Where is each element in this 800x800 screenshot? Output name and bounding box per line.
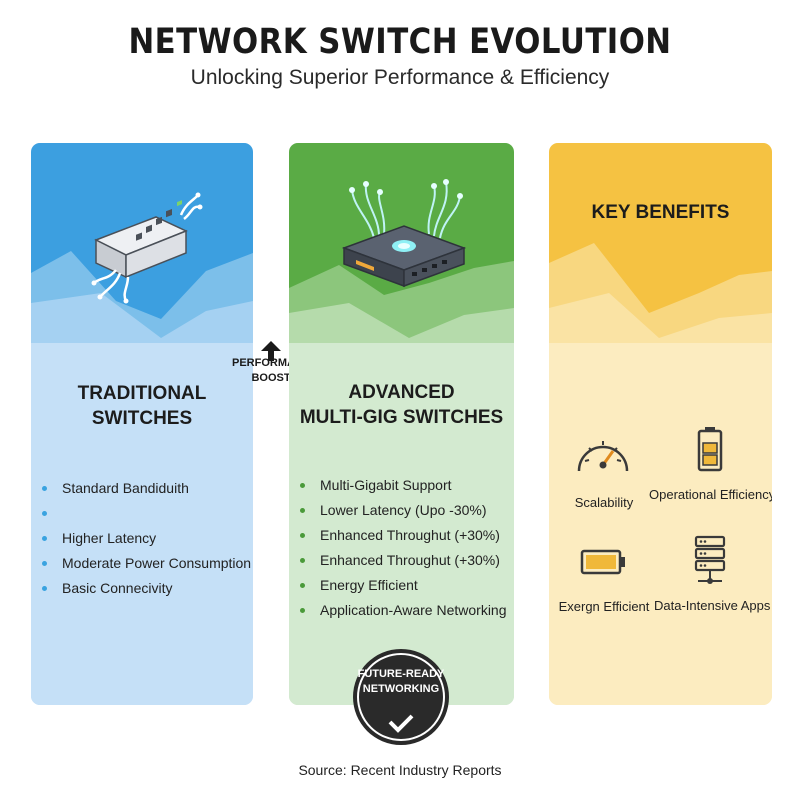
traditional-switches-panel: TRADITIONAL SWITCHES Standard Bandiduith… — [31, 143, 253, 705]
list-item: Lower Latency (Upo -30%) — [289, 498, 507, 523]
multi-gig-switch-icon — [341, 179, 467, 288]
benefit-label-operational-efficiency: Operational Efficiency — [649, 487, 772, 502]
advanced-switches-panel: ADVANCED MULTI-GIG SWITCHES Multi-Gigabi… — [289, 143, 514, 705]
list-item: Enhanced Throughut (+30%) — [289, 548, 507, 573]
server-stack-icon — [694, 535, 726, 584]
traditional-heading: TRADITIONAL SWITCHES — [77, 383, 207, 429]
list-item: Standard Bandiduith — [31, 476, 251, 501]
list-item: Multi-Gigabit Support — [289, 473, 507, 498]
arrow-up-icon — [261, 341, 281, 361]
list-item: Enhanced Throughut (+30%) — [289, 523, 507, 548]
checkmark-icon — [388, 714, 414, 733]
gauge-icon — [577, 441, 629, 472]
battery-icon — [697, 427, 723, 472]
benefit-label-scalability: Scalability — [574, 495, 634, 510]
badge-text: FUTURE-READY NETWORKING — [357, 668, 445, 695]
source-citation: Source: Recent Industry Reports — [298, 762, 502, 778]
list-item: Application-Aware Networking — [289, 598, 507, 623]
list-item: Higher Latency — [31, 526, 251, 551]
future-ready-badge — [353, 649, 449, 745]
network-switch-icon — [91, 192, 203, 304]
key-benefits-heading: KEY BENEFITS — [591, 202, 730, 223]
advanced-features-list: Multi-Gigabit Support Lower Latency (Upo… — [289, 473, 507, 623]
advanced-panel-background — [289, 143, 514, 705]
page-subtitle: Unlocking Superior Performance & Efficie… — [190, 66, 610, 89]
benefit-label-data-intensive: Data-Intensive Apps — [654, 598, 771, 613]
key-benefits-panel: KEY BENEFITS Scalability Operational Eff… — [549, 143, 772, 705]
battery-horizontal-icon — [580, 549, 625, 575]
benefit-label-energy: Exergn Efficient — [558, 599, 650, 614]
list-item: Basic Connecivity — [31, 576, 251, 601]
list-item — [31, 501, 251, 526]
benefits-panel-background — [549, 143, 772, 705]
advanced-heading: ADVANCED MULTI-GIG SWITCHES — [299, 382, 504, 428]
page-title: NETWORK SWITCH EVOLUTION — [128, 22, 672, 62]
list-item: Moderate Power Consumption — [31, 551, 251, 576]
list-item: Energy Efficient — [289, 573, 507, 598]
traditional-features-list: Standard Bandiduith Higher Latency Moder… — [31, 476, 251, 601]
